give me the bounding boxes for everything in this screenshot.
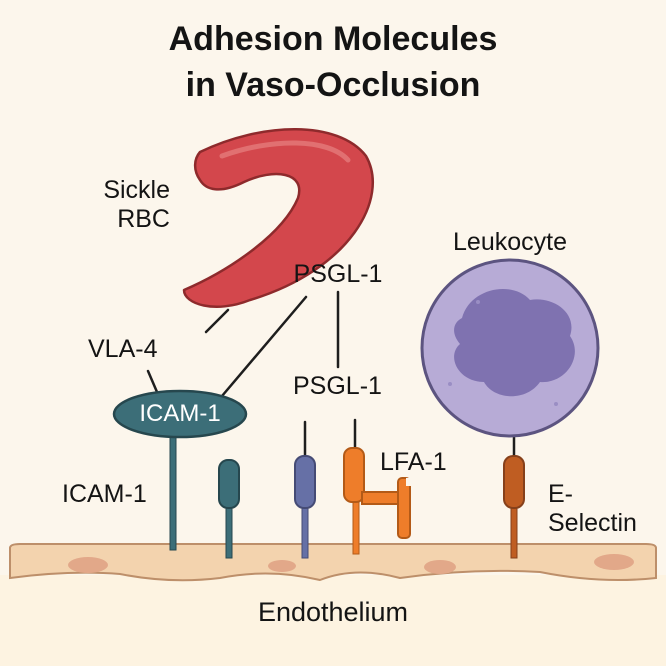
connector-psgl-icam [220, 295, 308, 398]
connector-vla4-icam [146, 369, 159, 394]
psgl1-top-label: PSGL-1 [293, 260, 383, 288]
endothelium-nucleus [424, 560, 456, 574]
lfa1-receptor-icon [343, 447, 412, 555]
endothelium-label: Endothelium [257, 597, 409, 627]
endothelium-layer [9, 543, 657, 582]
endothelium-nucleus [268, 560, 296, 572]
icam-receptor-icon [218, 459, 240, 559]
icam1-stem [169, 429, 177, 551]
sickle-rbc-label-line-2: RBC [117, 204, 170, 233]
leukocyte-label: Leukocyte [453, 228, 567, 256]
sickle-rbc-label-line-1: Sickle [103, 176, 170, 204]
lfa1-label: LFA-1 [380, 448, 447, 476]
psgl1-mid-label: PSGL-1 [293, 372, 382, 400]
title-line-2: in Vaso-Occlusion [185, 66, 481, 104]
icam1-pill-shape [112, 389, 248, 439]
endothelium-base [0, 575, 666, 666]
eselectin-label-line-1: E- [548, 480, 573, 508]
eselectin-receptor-icon [503, 455, 525, 559]
psgl-receptor-icon [294, 455, 316, 559]
eselectin-label: E- Selectin [548, 480, 637, 538]
sickle-rbc-label: Sickle RBC [60, 176, 170, 234]
leukocyte-nucleus [454, 288, 575, 397]
endothelium-nucleus [68, 557, 108, 573]
icam1-left-label: ICAM-1 [62, 480, 147, 508]
icam1-pill-label: ICAM-1 [139, 400, 221, 427]
sickle-rbc-icon [182, 128, 375, 308]
page-title: Adhesion Molecules in Vaso-Occlusion [0, 16, 666, 108]
connector-rbc-vla4 [204, 308, 230, 334]
eselectin-label-line-2: Selectin [548, 508, 637, 537]
leukocyte-icon [420, 258, 600, 438]
endothelium-nucleus [594, 554, 634, 570]
vla4-label: VLA-4 [88, 335, 158, 363]
title-line-1: Adhesion Molecules [168, 20, 498, 58]
